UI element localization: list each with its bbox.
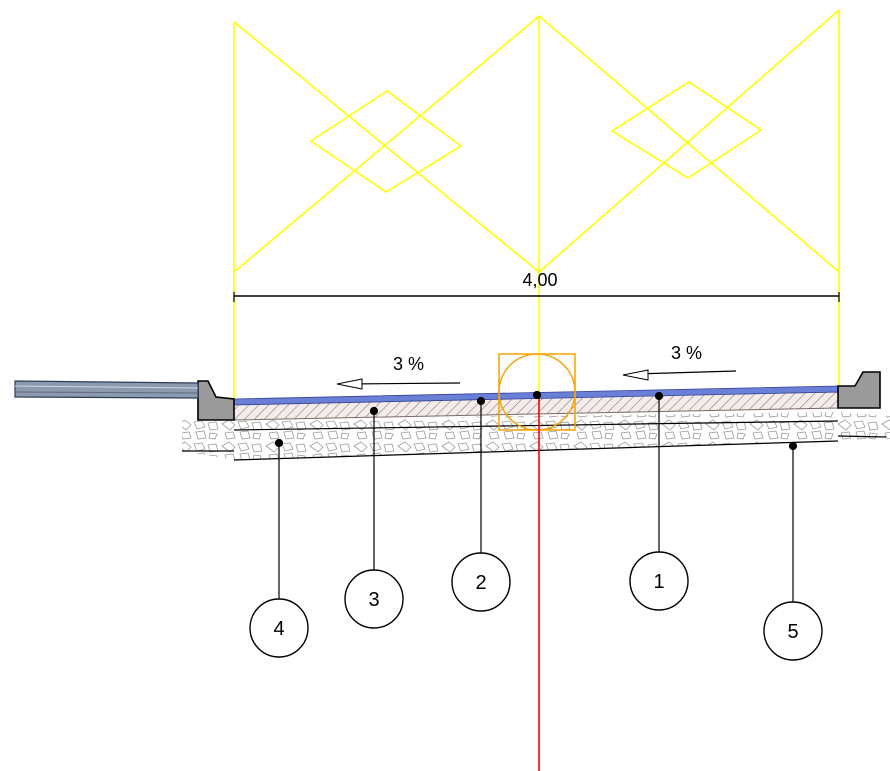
callout-5-label: 5: [787, 621, 798, 643]
callout-5: 5: [763, 601, 823, 661]
callout-3: 3: [344, 569, 404, 629]
slope-right: 3 %: [622, 343, 737, 381]
construction-lines: [233, 9, 840, 398]
callout-2-label: 2: [475, 572, 486, 594]
callout-1: 1: [629, 551, 689, 611]
callout-4-label: 4: [273, 618, 284, 640]
slope-left: 3 %: [336, 354, 461, 390]
callout-3-label: 3: [368, 589, 379, 611]
subgrade-gravel: [182, 412, 890, 460]
right-curb: [837, 371, 881, 409]
slope-right-label: 3 %: [671, 343, 702, 363]
layer-lines: [182, 420, 887, 461]
left-approach-slab: [14, 380, 199, 399]
left-curb: [197, 380, 235, 421]
dimension-line: 4,00: [233, 270, 840, 302]
callout-2: 2: [451, 552, 511, 612]
dimension-label: 4,00: [522, 270, 557, 290]
callout-4: 4: [249, 598, 309, 658]
callout-1-label: 1: [653, 571, 664, 593]
leaders: [274, 390, 798, 602]
slope-left-label: 3 %: [393, 354, 424, 374]
center-marker: [498, 353, 576, 431]
